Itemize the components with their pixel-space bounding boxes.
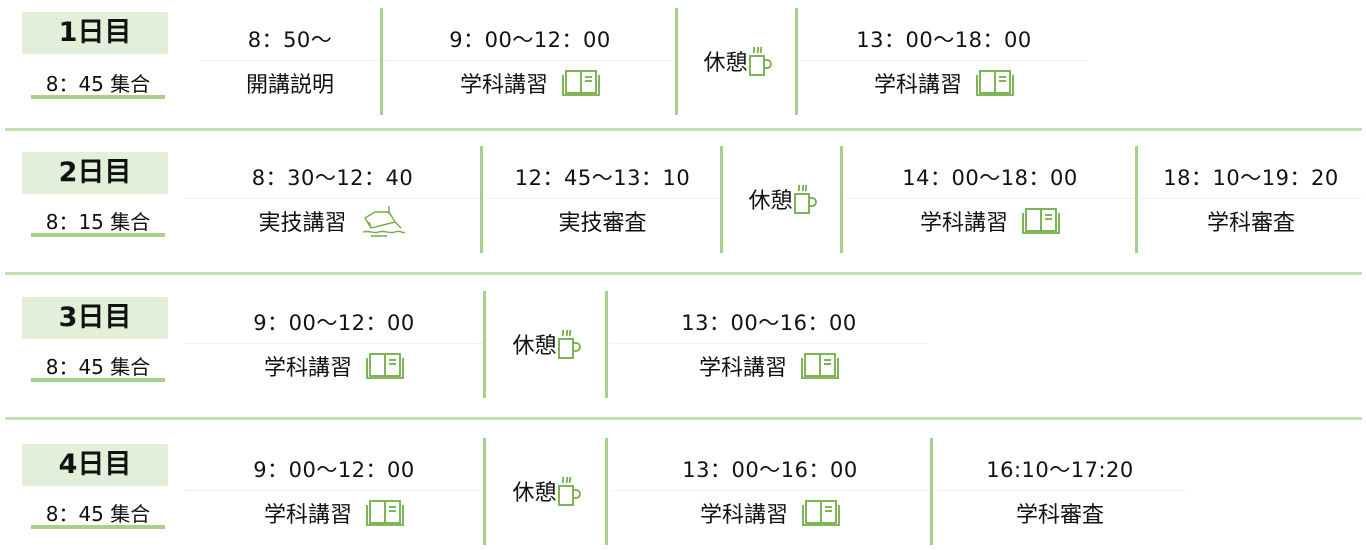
session-label: 学科講習 xyxy=(698,356,787,381)
session-cell: 13：00～16：00 学科講習 xyxy=(610,291,928,398)
coffee-cup-icon xyxy=(557,327,581,361)
day-label: 2日目 xyxy=(22,152,168,194)
meeting-underline xyxy=(31,95,165,99)
column-divider xyxy=(605,291,608,398)
break-cell: 休憩 xyxy=(725,146,840,253)
coffee-cup-icon xyxy=(748,44,772,78)
coffee-cup-icon xyxy=(557,474,581,508)
break-label: 休憩 xyxy=(512,481,557,506)
divider xyxy=(385,60,675,61)
meeting-time: 8：45 集合 xyxy=(45,72,151,96)
session-cell: 14：00～18：00 学科講習 xyxy=(845,146,1135,253)
session-time: 16:10～17:20 xyxy=(986,458,1134,482)
column-divider xyxy=(483,291,486,398)
boat-icon xyxy=(361,204,407,238)
session-cell: 8：50～ 開講説明 xyxy=(200,8,380,115)
coffee-cup-icon xyxy=(793,182,817,216)
row-separator xyxy=(5,417,1362,420)
divider xyxy=(610,490,930,491)
day-row: 1日目 8：45 集合 8：50～ 開講説明 9：00～12：00 学科講習 休憩 13：… xyxy=(0,8,1366,131)
session-time: 8：30～12：40 xyxy=(251,166,414,190)
book-icon xyxy=(801,352,839,380)
break-label: 休憩 xyxy=(703,51,748,76)
book-icon xyxy=(976,69,1014,97)
session-cell: 9：00～12：00 学科講習 xyxy=(385,8,675,115)
session-cell: 9：00～12：00 学科講習 xyxy=(185,438,483,545)
session-cell: 9：00～12：00 学科講習 xyxy=(185,291,483,398)
meeting-time: 8：15 集合 xyxy=(45,210,151,234)
break-label: 休憩 xyxy=(748,189,793,214)
book-icon xyxy=(366,499,404,527)
column-divider xyxy=(840,146,843,253)
session-time: 13：00～16：00 xyxy=(681,311,857,335)
divider xyxy=(845,198,1135,199)
meeting-underline xyxy=(31,233,165,237)
divider xyxy=(485,198,720,199)
day-label: 1日目 xyxy=(22,12,168,54)
divider xyxy=(200,60,380,61)
session-label: 学科講習 xyxy=(263,356,352,381)
column-divider xyxy=(483,438,486,545)
divider xyxy=(1140,198,1362,199)
session-cell: 8：30～12：40 実技講習 xyxy=(185,146,480,253)
day-label: 3日目 xyxy=(22,297,168,339)
session-time: 13：00～16：00 xyxy=(682,458,858,482)
session-time: 9：00～12：00 xyxy=(449,28,611,52)
column-divider xyxy=(480,146,483,253)
session-cell: 13：00～18：00 学科講習 xyxy=(800,8,1088,115)
session-label: 学科講習 xyxy=(873,73,962,98)
divider xyxy=(935,490,1185,491)
session-label: 学科講習 xyxy=(699,503,788,528)
session-label: 実技講習 xyxy=(258,211,347,236)
session-time: 9：00～12：00 xyxy=(253,311,415,335)
column-divider xyxy=(795,8,798,115)
day-row: 2日目 8：15 集合 8：30～12：40 実技講習 12：45～13：10 実技審… xyxy=(0,146,1366,275)
divider xyxy=(185,490,483,491)
break-cell: 休憩 xyxy=(680,8,795,115)
divider xyxy=(185,343,483,344)
day-row: 3日目 8：45 集合 9：00～12：00 学科講習 休憩 13：00～16：00 学… xyxy=(0,291,1366,420)
session-cell: 18：10～19：20 学科審査 xyxy=(1140,146,1362,253)
day-row: 4日目 8：45 集合 9：00～12：00 学科講習 休憩 13：00～16：00 学… xyxy=(0,438,1366,545)
divider xyxy=(800,60,1088,61)
divider xyxy=(610,343,928,344)
meeting-underline xyxy=(31,378,165,382)
session-time: 14：00～18：00 xyxy=(902,166,1078,190)
session-cell: 12：45～13：10 実技審査 xyxy=(485,146,720,253)
session-label: 学科講習 xyxy=(263,503,352,528)
column-divider xyxy=(380,8,383,115)
row-separator xyxy=(5,128,1362,131)
session-label: 実技審査 xyxy=(558,211,647,236)
row-separator xyxy=(5,272,1362,275)
session-cell: 13：00～16：00 学科講習 xyxy=(610,438,930,545)
session-label: 学科講習 xyxy=(459,73,548,98)
session-label: 学科講習 xyxy=(919,211,1008,236)
session-time: 18：10～19：20 xyxy=(1163,166,1339,190)
session-label: 開講説明 xyxy=(245,73,334,98)
session-time: 13：00～18：00 xyxy=(856,28,1032,52)
meeting-underline xyxy=(31,525,165,529)
session-cell: 16:10～17:20 学科審査 xyxy=(935,438,1185,545)
meeting-time: 8：45 集合 xyxy=(45,502,151,526)
book-icon xyxy=(366,352,404,380)
break-label: 休憩 xyxy=(512,334,557,359)
column-divider xyxy=(675,8,678,115)
session-label: 学科審査 xyxy=(1015,503,1104,528)
session-time: 8：50～ xyxy=(247,28,333,52)
day-label: 4日目 xyxy=(22,444,168,486)
session-label: 学科審査 xyxy=(1206,211,1295,236)
break-cell: 休憩 xyxy=(488,291,605,398)
column-divider xyxy=(605,438,608,545)
book-icon xyxy=(562,69,600,97)
session-time: 12：45～13：10 xyxy=(514,166,691,190)
session-time: 9：00～12：00 xyxy=(253,458,415,482)
book-icon xyxy=(802,499,840,527)
book-icon xyxy=(1022,207,1060,235)
column-divider xyxy=(930,438,933,545)
divider xyxy=(185,198,480,199)
meeting-time: 8：45 集合 xyxy=(45,355,151,379)
column-divider xyxy=(1135,146,1138,253)
break-cell: 休憩 xyxy=(488,438,605,545)
column-divider xyxy=(720,146,723,253)
